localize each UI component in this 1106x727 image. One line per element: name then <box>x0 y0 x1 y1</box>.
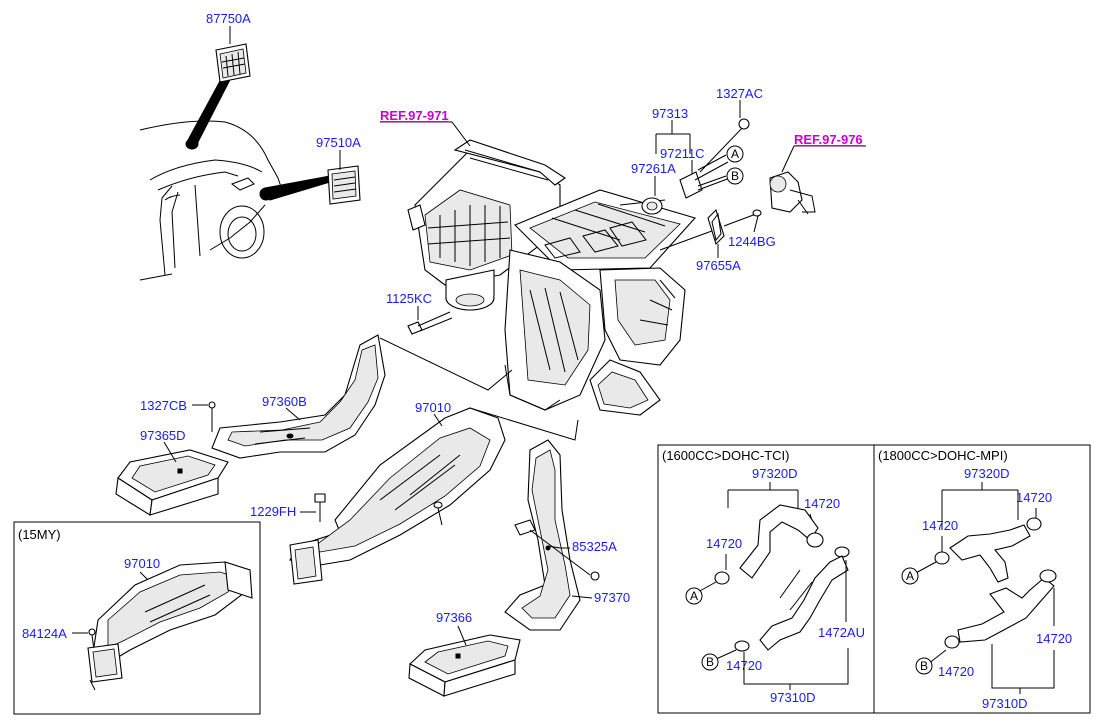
label-97360B: 97360B <box>262 394 307 409</box>
vent-97510A <box>327 165 361 205</box>
box-1600-title: (1600CC>DOHC-TCI) <box>662 448 790 463</box>
duct-97360B <box>211 334 386 459</box>
label-1800-97310D: 97310D <box>982 696 1028 711</box>
label-1327AC: 1327AC <box>716 86 763 101</box>
box-15my: (15MY) 97010 84124A <box>13 521 261 715</box>
box-1600cc: (1600CC>DOHC-TCI) 97320D 14720 14720 A B… <box>657 444 875 714</box>
box1800-marker-b: B <box>920 659 928 673</box>
label-97365D: 97365D <box>140 428 186 443</box>
label-1600-14720b: 14720 <box>706 536 742 551</box>
label-1229FH: 1229FH <box>250 504 296 519</box>
label-97261A: 97261A <box>631 161 676 176</box>
label-1600-97310D: 97310D <box>770 690 816 705</box>
label-1600-1472AU: 1472AU <box>818 625 865 640</box>
ref-97-971[interactable]: REF.97-971 <box>380 108 449 123</box>
car-silhouette <box>139 69 331 281</box>
duct-97366 <box>408 634 521 697</box>
label-97211C: 97211C <box>660 146 705 161</box>
box-15my-title: (15MY) <box>18 527 61 542</box>
leader-lines <box>163 26 866 646</box>
box-1800cc: (1800CC>DOHC-MPI) 97320D 14720 14720 A B… <box>873 444 1091 714</box>
label-97010: 97010 <box>415 400 451 415</box>
ref-97-976[interactable]: REF.97-976 <box>794 132 863 147</box>
box1800-marker-a: A <box>906 569 914 583</box>
fitting-ref-97-976 <box>769 171 816 215</box>
label-1800-14720b: 14720 <box>922 518 958 533</box>
label-97370: 97370 <box>594 590 630 605</box>
label-1600-97320D: 97320D <box>752 466 798 481</box>
label-1125KC: 1125KC <box>386 291 432 306</box>
label-1800-14720a: 14720 <box>1016 490 1052 505</box>
hvac-unit <box>407 139 721 416</box>
duct-97010 <box>289 407 506 585</box>
label-1244BG: 1244BG <box>728 234 776 249</box>
part-labels: 87750A 97510A REF.97-971 97313 1327AC 97… <box>140 11 863 625</box>
label-1800-14720d: 14720 <box>1036 631 1072 646</box>
marker-circles-main: A B <box>726 145 744 185</box>
box-1800-title: (1800CC>DOHC-MPI) <box>878 448 1008 463</box>
box1600-marker-a: A <box>690 589 698 603</box>
label-1327CB: 1327CB <box>140 398 187 413</box>
bolt-1125KC <box>407 311 453 335</box>
label-97313: 97313 <box>652 106 688 121</box>
gasket-97655A <box>707 208 762 246</box>
label-97510A: 97510A <box>316 135 361 150</box>
label-1600-14720a: 14720 <box>804 496 840 511</box>
label-87750A: 87750A <box>206 11 251 26</box>
screw-1229FH <box>314 493 326 522</box>
plate-97211C <box>679 118 750 199</box>
label-97655A: 97655A <box>696 258 741 273</box>
label-84124A: 84124A <box>22 626 67 641</box>
marker-a: A <box>731 147 739 161</box>
label-97366: 97366 <box>436 610 472 625</box>
duct-97370 <box>504 439 600 631</box>
label-85325A: 85325A <box>572 539 617 554</box>
label-1800-14720c: 14720 <box>938 664 974 679</box>
vent-87750A <box>215 43 251 83</box>
label-15my-97010: 97010 <box>124 556 160 571</box>
box1600-marker-b: B <box>706 655 714 669</box>
label-1800-97320D: 97320D <box>964 466 1010 481</box>
duct-97365D <box>115 401 229 516</box>
marker-b: B <box>731 169 739 183</box>
